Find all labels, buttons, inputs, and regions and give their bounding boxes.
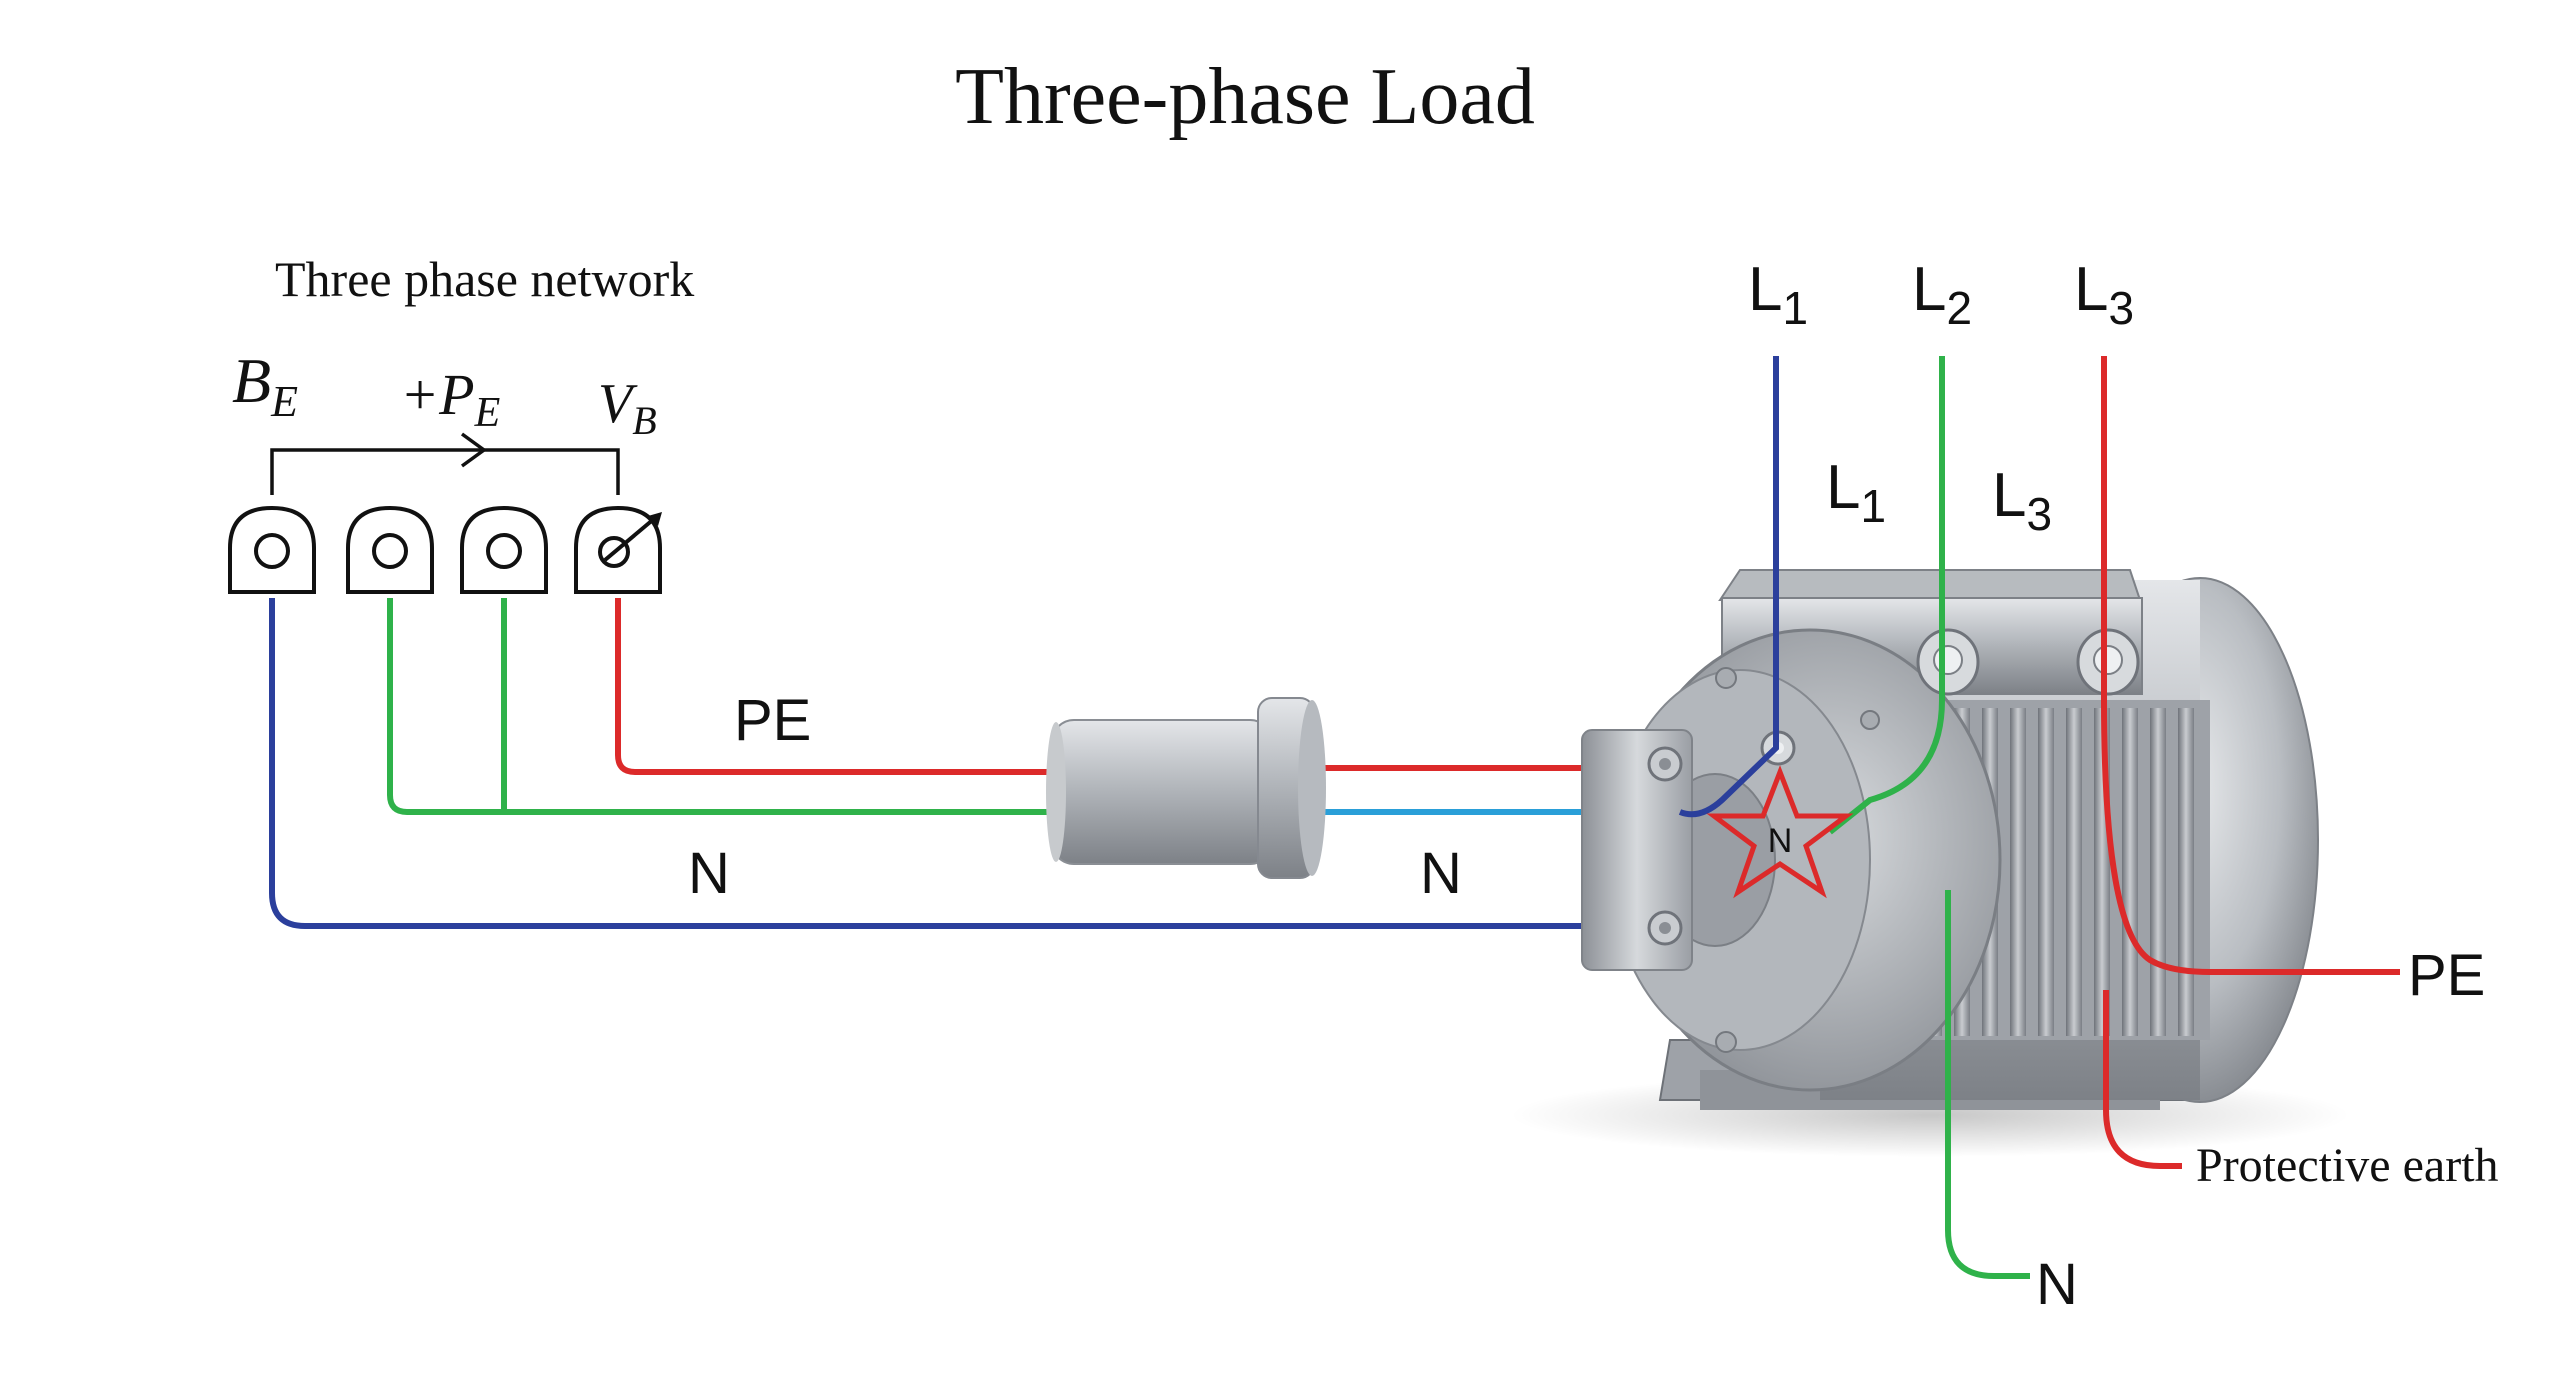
l1-wire-blue [1678,356,1779,818]
gauge-terminal-icon [574,505,662,594]
svg-text:L3: L3 [1992,461,2052,540]
network-symbol-be: BE [232,345,298,426]
phase-label-l3: L3 [2074,255,2134,334]
phase-label-inner-l1: L1 [1826,453,1886,532]
neutral-wire-green [1945,890,2030,1279]
phase-label-l2: L2 [1912,255,1972,334]
star-point-icon [1706,765,1854,899]
green-wire-1 [387,598,1070,815]
bracket-arrow-icon [460,432,487,468]
n-label-left: N [688,841,730,906]
pe-wire-red [615,598,1070,775]
svg-text:L3: L3 [2074,255,2134,334]
star-point-label: N [1768,822,1793,860]
meter-bracket [270,448,620,495]
protective-earth-label: Protective earth [2196,1139,2499,1192]
svg-text:VB: VB [598,373,657,443]
terminal-3 [460,505,548,594]
network-symbol-pe: +PE [400,362,500,436]
phase-label-inner-l3: L3 [1992,461,2052,540]
n-label-mid: N [1420,841,1462,906]
network-symbol-vb: VB [598,373,657,443]
protective-earth-wire [2103,990,2182,1169]
neutral-wire-blue [269,598,1632,929]
svg-text:+PE: +PE [400,362,500,436]
n-label-bottom: N [2036,1252,2078,1317]
electric-motor [1510,569,2350,1157]
diagram-title: Three-phase Load [955,53,1535,141]
svg-text:BE: BE [232,345,298,426]
cable-connector [1046,697,1326,879]
pe-label-right: PE [2408,943,2485,1008]
terminal-stud-icon [1916,628,1980,696]
terminal-1 [228,505,316,594]
l2-wire-green [1828,356,1945,835]
terminal-2 [346,505,434,594]
network-label: Three phase network [275,251,694,307]
terminal-stud-icon [2076,628,2140,696]
l3-wire-red [2101,356,2400,975]
svg-text:L1: L1 [1748,255,1808,334]
pe-label-left: PE [734,688,811,753]
svg-text:L2: L2 [1912,255,1972,334]
svg-text:L1: L1 [1826,453,1886,532]
phase-label-l1: L1 [1748,255,1808,334]
